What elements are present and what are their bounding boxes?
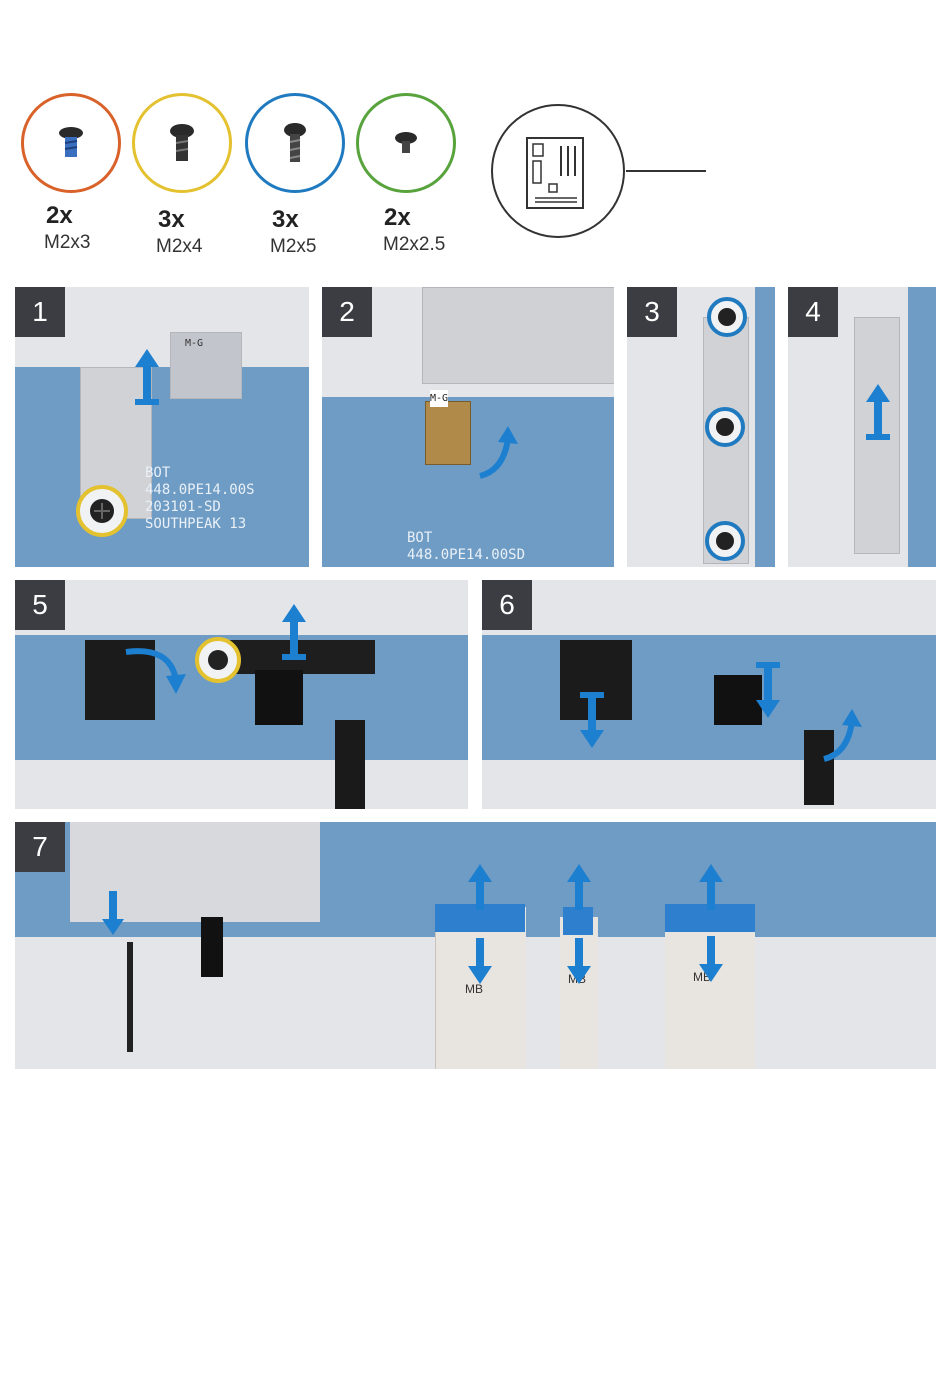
- antenna-cable: [127, 942, 133, 1052]
- screw-m2x3-circle: [21, 93, 121, 193]
- screw-size: M2x2.5: [383, 234, 445, 256]
- screw-m2x4-circle: [132, 93, 232, 193]
- cable-connector: [255, 670, 303, 725]
- screw-highlight: [193, 635, 243, 685]
- screw-count: 2x: [384, 204, 411, 232]
- step-2-panel: 2 M-G BOT 448.0PE14.00SD: [322, 287, 614, 567]
- open-latch-arrow-icon: [565, 862, 593, 914]
- step-5-panel: 5: [15, 580, 468, 809]
- screw-icon: [56, 123, 86, 163]
- peel-arrow-icon: [474, 422, 524, 482]
- connector-label: M-G: [430, 390, 448, 407]
- conductive-tape: [170, 332, 242, 399]
- screw-size: M2x4: [156, 236, 202, 258]
- lift-arrow-icon: [280, 602, 308, 662]
- screw-size: M2x3: [44, 232, 90, 254]
- step-6-panel: 6: [482, 580, 936, 809]
- lift-arrow-icon: [133, 347, 161, 407]
- step-4-panel: 4: [788, 287, 936, 567]
- screw-legend: 2x M2x3 3x M2x4 3x M2x5 2x M2x2.5: [0, 0, 950, 270]
- disconnect-arrow-icon: [697, 932, 725, 984]
- screw-size: M2x5: [270, 236, 316, 258]
- cable-tail: [335, 720, 365, 809]
- disconnect-arrow-icon: [565, 934, 593, 986]
- screw-highlight: [74, 483, 130, 539]
- screw-m2x5-circle: [245, 93, 345, 193]
- peel-arrow-icon: [818, 705, 868, 765]
- connector-tape: [425, 401, 471, 465]
- screw-highlight: [703, 519, 747, 563]
- step-badge: 7: [15, 822, 65, 872]
- callout-line: [626, 170, 706, 172]
- disconnect-arrow-icon: [466, 934, 494, 986]
- screw-highlight: [705, 295, 749, 339]
- screw-highlight: [703, 405, 747, 449]
- board-silkscreen: BOT 448.0PE14.00SD: [407, 530, 525, 564]
- disconnect-arrow-icon: [100, 887, 126, 937]
- screw-icon: [280, 120, 310, 166]
- board-edge: [755, 287, 775, 567]
- step-7-panel: 7 MB MB MB: [15, 822, 936, 1069]
- step-badge: 6: [482, 580, 532, 630]
- board-edge: [908, 287, 936, 567]
- screw-count: 3x: [272, 206, 299, 234]
- step-1-panel: 1 M-G BOT 448.0PE14.00S 203101-SD SOUTHP…: [15, 287, 309, 567]
- lift-arrow-icon: [864, 382, 892, 442]
- step-badge: 3: [627, 287, 677, 337]
- step-3-panel: 3: [627, 287, 775, 567]
- step-badge: 1: [15, 287, 65, 337]
- rotate-arrow-icon: [120, 640, 190, 700]
- step-badge: 2: [322, 287, 372, 337]
- screw-icon: [167, 121, 197, 165]
- open-latch-arrow-icon: [466, 862, 494, 914]
- screw-count: 2x: [46, 202, 73, 230]
- connector-label: M-G: [185, 335, 203, 352]
- screw-m2x2-5-circle: [356, 93, 456, 193]
- board-silkscreen: BOT 448.0PE14.00S 203101-SD SOUTHPEAK 13: [145, 465, 255, 533]
- adhesive-tape: [201, 917, 223, 977]
- step-badge: 4: [788, 287, 838, 337]
- screw-icon: [391, 128, 421, 158]
- screw-count: 3x: [158, 206, 185, 234]
- press-arrow-icon: [578, 690, 606, 750]
- hinge-area: [422, 287, 614, 384]
- press-arrow-icon: [754, 660, 782, 720]
- motherboard-icon: [491, 104, 625, 238]
- step-badge: 5: [15, 580, 65, 630]
- open-latch-arrow-icon: [697, 862, 725, 914]
